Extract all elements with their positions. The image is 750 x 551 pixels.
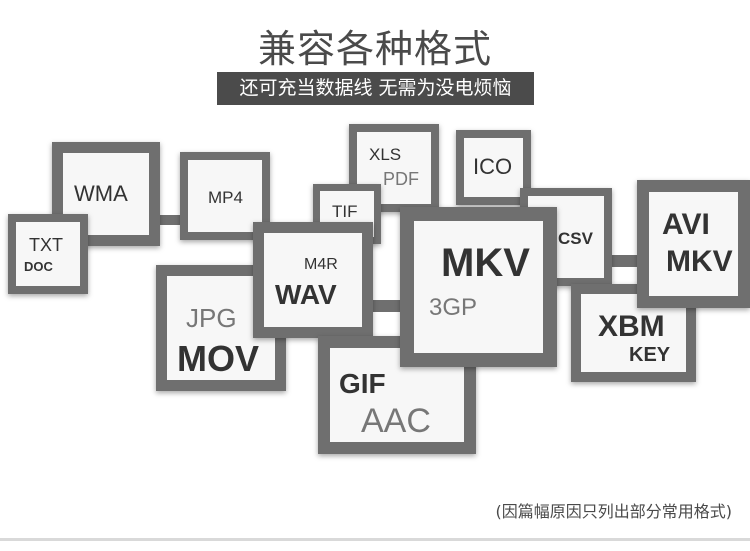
format-frame-xls: XLS PDF [349, 124, 439, 212]
format-label-wma: WMA [74, 181, 128, 206]
bottom-divider [0, 538, 750, 541]
connector-bar [160, 215, 182, 225]
format-label-tif: TIF [332, 202, 358, 221]
format-label-avi: AVI [662, 208, 710, 241]
format-frame-wav: M4R WAV [253, 222, 373, 338]
format-label-jpg: JPG [186, 303, 237, 333]
format-label-ico: ICO [473, 154, 513, 179]
format-label-m4r: M4R [304, 256, 338, 273]
format-label-wav: WAV [275, 279, 337, 310]
format-label-mov: MOV [177, 338, 260, 379]
format-label-mkv-right: MKV [666, 245, 733, 278]
page-title: 兼容各种格式 [257, 27, 492, 71]
format-label-mp4: MP4 [208, 188, 243, 207]
format-label-3gp: 3GP [429, 294, 478, 321]
format-frame-txt: TXT DOC [8, 214, 88, 294]
format-label-aac: AAC [361, 402, 431, 440]
format-label-xls: XLS [369, 145, 402, 164]
footnote: (因篇幅原因只列出部分常用格式) [495, 502, 733, 521]
format-frame-avi: AVI MKV [637, 180, 750, 308]
format-label-csv: CSV [558, 229, 593, 248]
format-label-gif: GIF [339, 368, 386, 399]
subtitle-banner: 还可充当数据线 无需为没电烦恼 [217, 72, 534, 105]
format-label-doc: DOC [24, 259, 53, 274]
format-label-pdf: PDF [383, 169, 419, 189]
format-label-mkv-center: MKV [441, 241, 530, 285]
format-frame-gif: GIF AAC [318, 336, 476, 454]
format-frame-xbm: XBM KEY [571, 284, 696, 382]
format-label-txt: TXT [29, 235, 63, 255]
format-frame-mkv-center: MKV 3GP [400, 207, 557, 367]
format-frame-ico: ICO [456, 130, 531, 205]
format-label-xbm: XBM [598, 310, 665, 343]
format-label-key: KEY [629, 344, 671, 366]
